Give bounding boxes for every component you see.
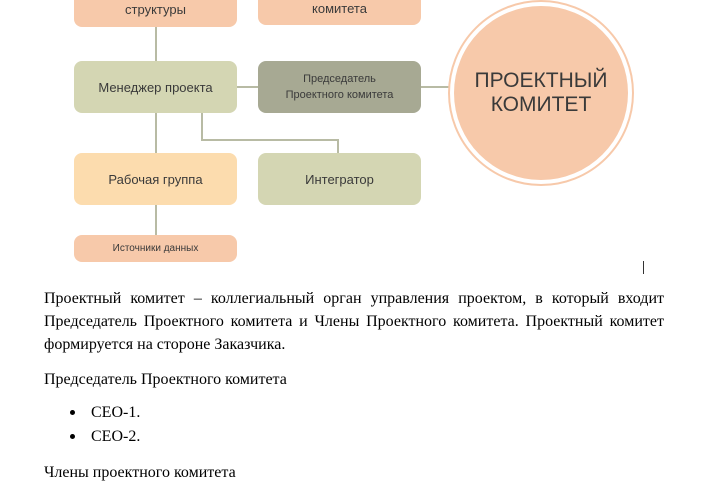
- connector-chairman-circle: [421, 86, 450, 88]
- structure-box: структуры: [74, 0, 237, 27]
- project-committee-circle-ring: [448, 0, 634, 186]
- work-group-box: Рабочая группа: [74, 153, 237, 205]
- chairman-list: CEO-1. CEO-2.: [44, 401, 664, 449]
- text-cursor: [643, 261, 644, 274]
- connector-manager-integrator-v: [201, 112, 203, 141]
- project-manager-box: Менеджер проекта: [74, 61, 237, 113]
- committee-box: комитета: [258, 0, 421, 25]
- list-item: CEO-2.: [70, 425, 664, 449]
- list-item: CEO-1.: [70, 401, 664, 425]
- committee-chairman-box: Председатель Проектного комитета: [258, 61, 421, 113]
- data-sources-box: Источники данных: [74, 235, 237, 262]
- members-heading: Члены проектного комитета: [44, 464, 236, 481]
- connector-manager-workgroup: [155, 112, 157, 153]
- committee-description-paragraph: Проектный комитет – коллегиальный орган …: [44, 290, 664, 353]
- connector-integrator-stub: [337, 139, 339, 153]
- project-committee-circle: ПРОЕКТНЫЙ КОМИТЕТ: [454, 6, 628, 180]
- connector-structure-manager: [155, 26, 157, 61]
- chairman-heading: Председатель Проектного комитета: [44, 371, 287, 388]
- document-body: Проектный комитет – коллегиальный орган …: [44, 287, 664, 484]
- committee-diagram: структуры комитета Менеджер проекта Пред…: [74, 0, 634, 262]
- connector-manager-chairman: [237, 86, 259, 88]
- integrator-box: Интегратор: [258, 153, 421, 205]
- connector-manager-integrator-h: [201, 139, 339, 141]
- connector-workgroup-sources: [155, 204, 157, 235]
